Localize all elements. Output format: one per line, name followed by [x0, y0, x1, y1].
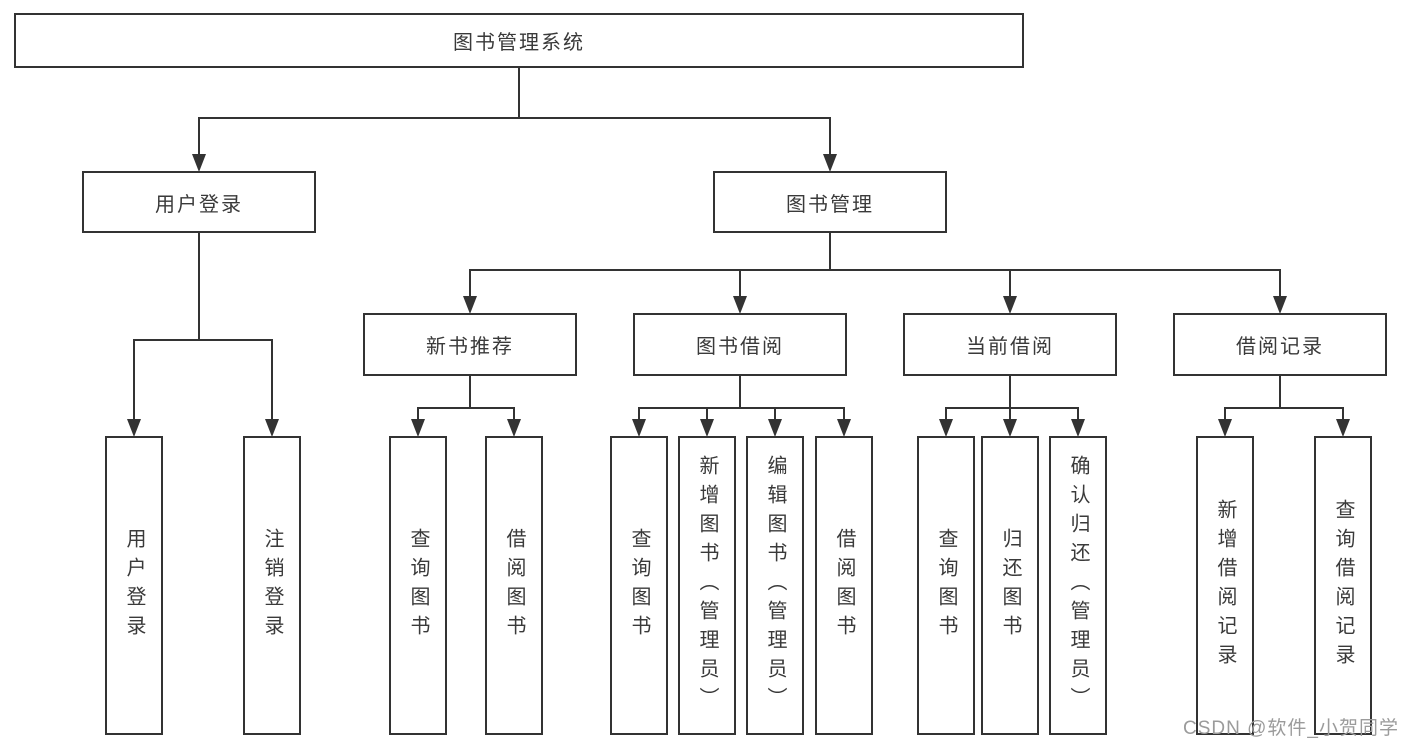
- leaf-confirm-return-admin: 确认归还（管理员）: [1049, 436, 1107, 735]
- leaf-return-books: 归还图书: [981, 436, 1039, 735]
- tree-connector-lines: [133, 67, 1344, 422]
- leaf-borrow-books: 借阅图书: [815, 436, 873, 735]
- leaf-user-login: 用户登录: [105, 436, 163, 735]
- node-borrow-records: 借阅记录: [1173, 313, 1387, 376]
- leaf-query-books-recommend: 查询图书: [389, 436, 447, 735]
- node-root: 图书管理系统: [14, 13, 1024, 68]
- node-book-management: 图书管理: [713, 171, 947, 233]
- node-book-borrow: 图书借阅: [633, 313, 847, 376]
- leaf-add-borrow-record: 新增借阅记录: [1196, 436, 1254, 735]
- node-current-borrow: 当前借阅: [903, 313, 1117, 376]
- node-user-login: 用户登录: [82, 171, 316, 233]
- leaf-edit-books-admin: 编辑图书（管理员）: [746, 436, 804, 735]
- csdn-watermark: CSDN @软件_小贺同学: [1183, 718, 1399, 739]
- leaf-logout: 注销登录: [243, 436, 301, 735]
- node-new-book-recommend: 新书推荐: [363, 313, 577, 376]
- leaf-query-books-current: 查询图书: [917, 436, 975, 735]
- leaf-query-borrow-record: 查询借阅记录: [1314, 436, 1372, 735]
- leaf-borrow-books-recommend: 借阅图书: [485, 436, 543, 735]
- leaf-query-books-borrow: 查询图书: [610, 436, 668, 735]
- leaf-add-books-admin: 新增图书（管理员）: [678, 436, 736, 735]
